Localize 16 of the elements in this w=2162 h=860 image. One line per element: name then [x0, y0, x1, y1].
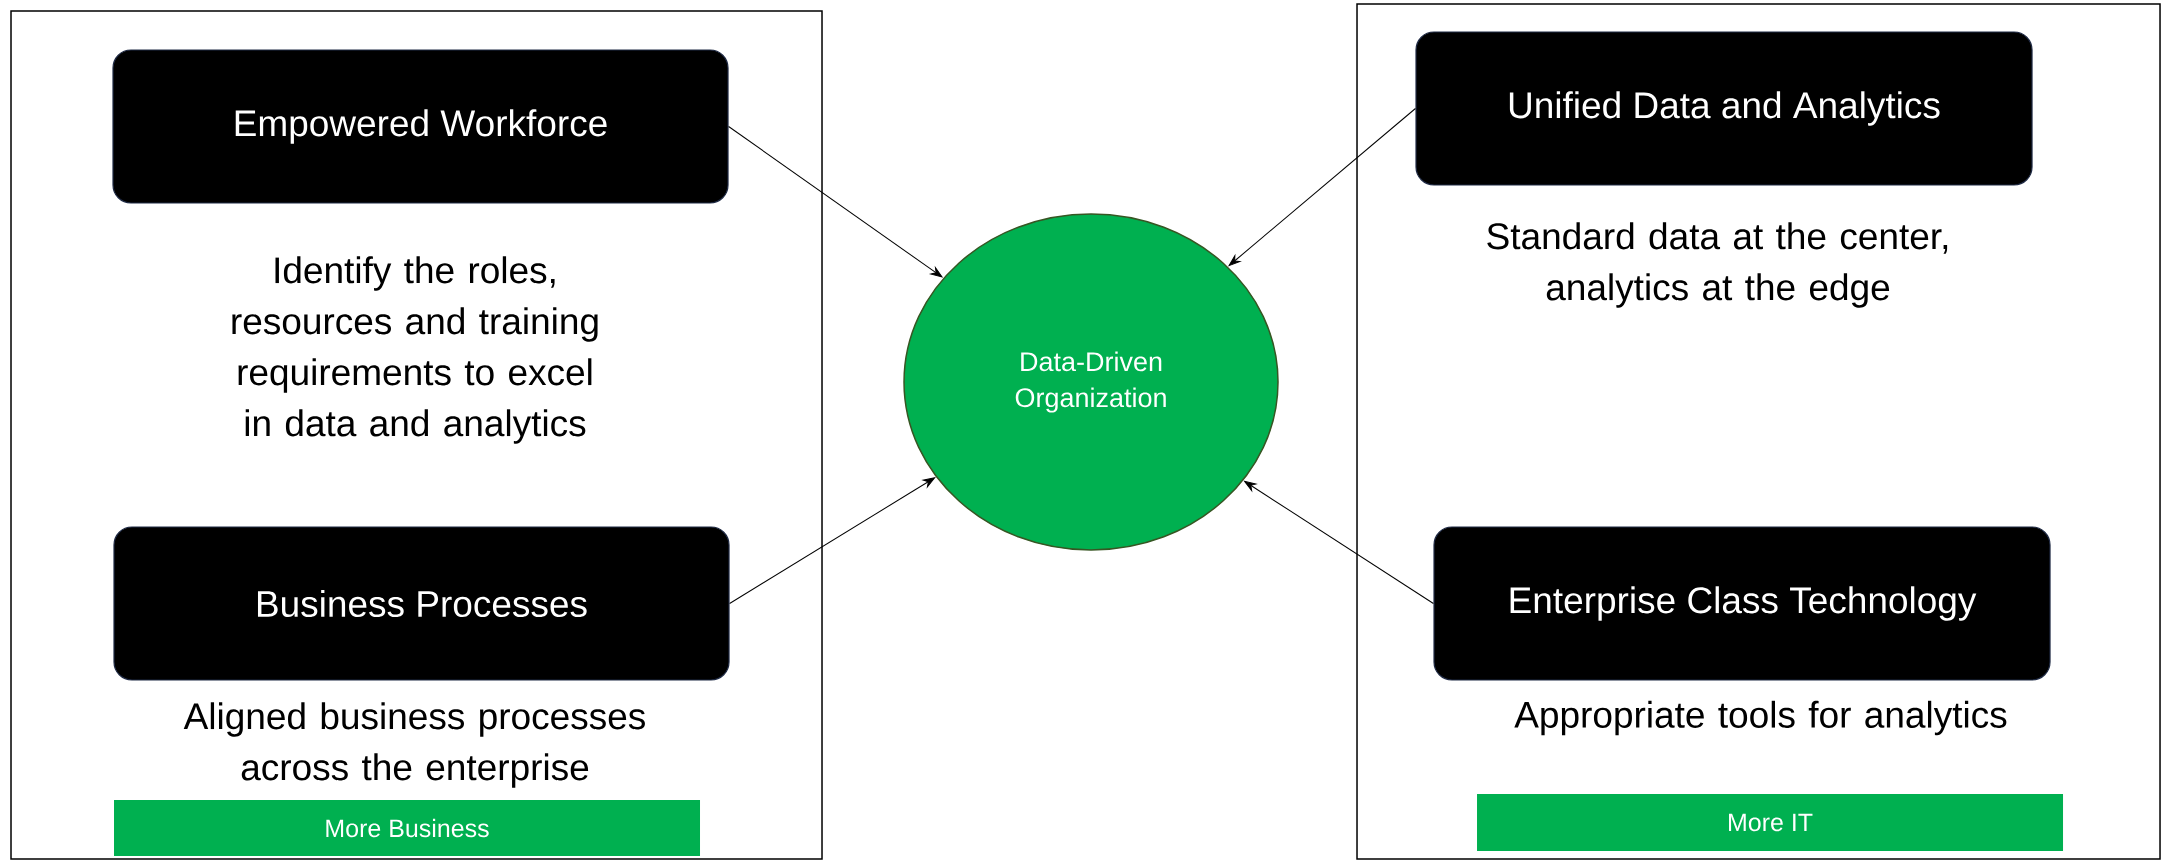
title-box: Unified Data and Analytics: [1415, 31, 2033, 186]
panel-frame: [10, 10, 823, 860]
category-bar: More Business: [114, 800, 700, 856]
title-box: Empowered Workforce: [112, 49, 729, 204]
arrow: [1244, 480, 1434, 604]
category-bar: More IT: [1477, 794, 2064, 851]
arrow: [729, 477, 936, 604]
title-box: Business Processes: [113, 526, 730, 681]
arrow: [1228, 108, 1416, 267]
arrow: [728, 126, 943, 278]
description-text: Identify the roles, resources and training requirements to excel in data and analytics: [232, 256, 598, 444]
description-text: Standard data at the center, analytics at the edge: [1487, 222, 1948, 308]
description-text: Aligned business processes across the enterprise: [183, 702, 645, 788]
description-text: Appropriate tools for analytics: [1514, 700, 2007, 736]
panel-frame: [1356, 3, 2161, 860]
title-box: Enterprise Class Technology: [1433, 526, 2051, 681]
